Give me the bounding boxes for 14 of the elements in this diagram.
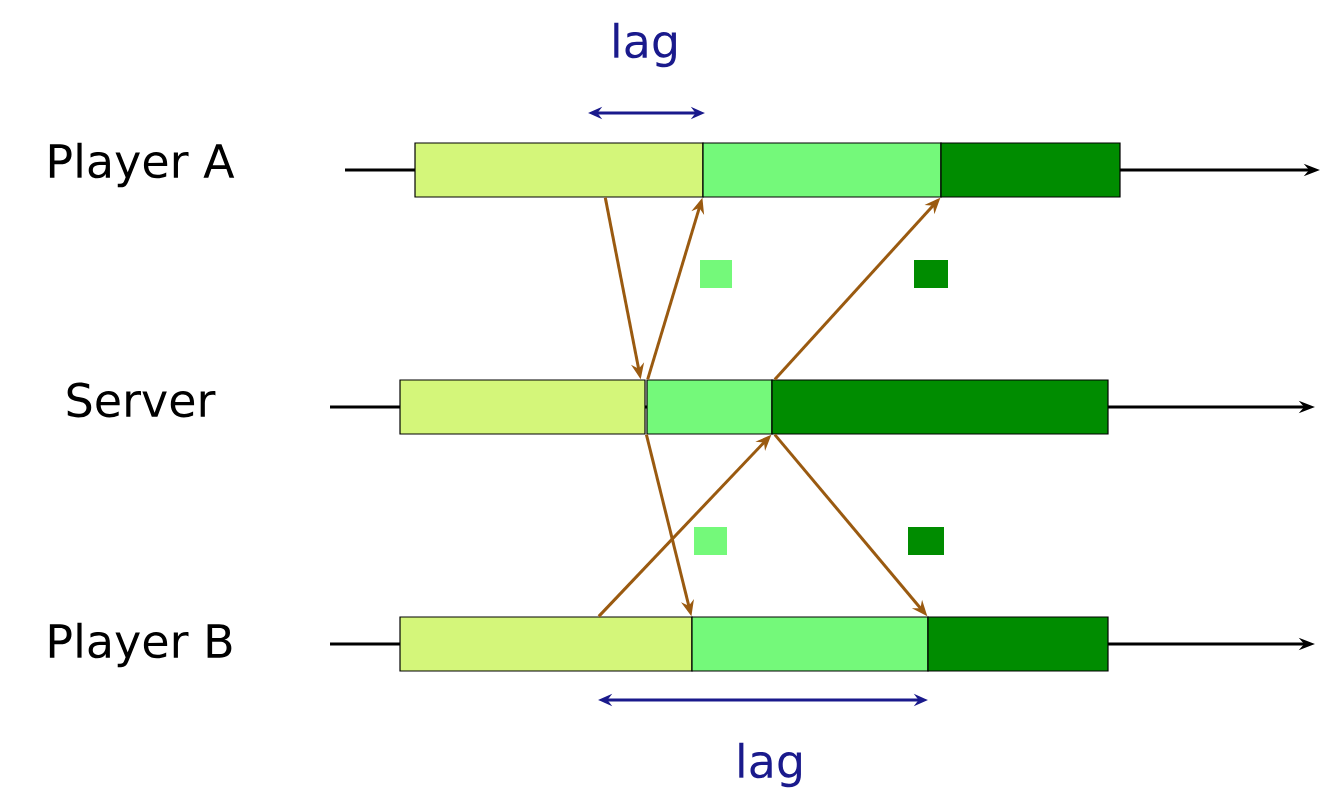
timeline-segment xyxy=(702,142,942,198)
timeline-segment xyxy=(940,142,1121,198)
timeline-segment xyxy=(399,379,646,435)
lag-label: lag xyxy=(739,742,801,788)
timeline-segment xyxy=(646,379,773,435)
row-label: Server xyxy=(67,382,216,418)
row-label: Player B xyxy=(49,622,232,668)
lag-label: lag xyxy=(614,22,676,68)
row-label: Player A xyxy=(49,142,235,188)
timeline-segment xyxy=(399,616,693,672)
timeline-segment xyxy=(414,142,704,198)
timeline-segment xyxy=(771,379,1109,435)
timeline-segment xyxy=(927,616,1109,672)
timeline-segment xyxy=(691,616,929,672)
